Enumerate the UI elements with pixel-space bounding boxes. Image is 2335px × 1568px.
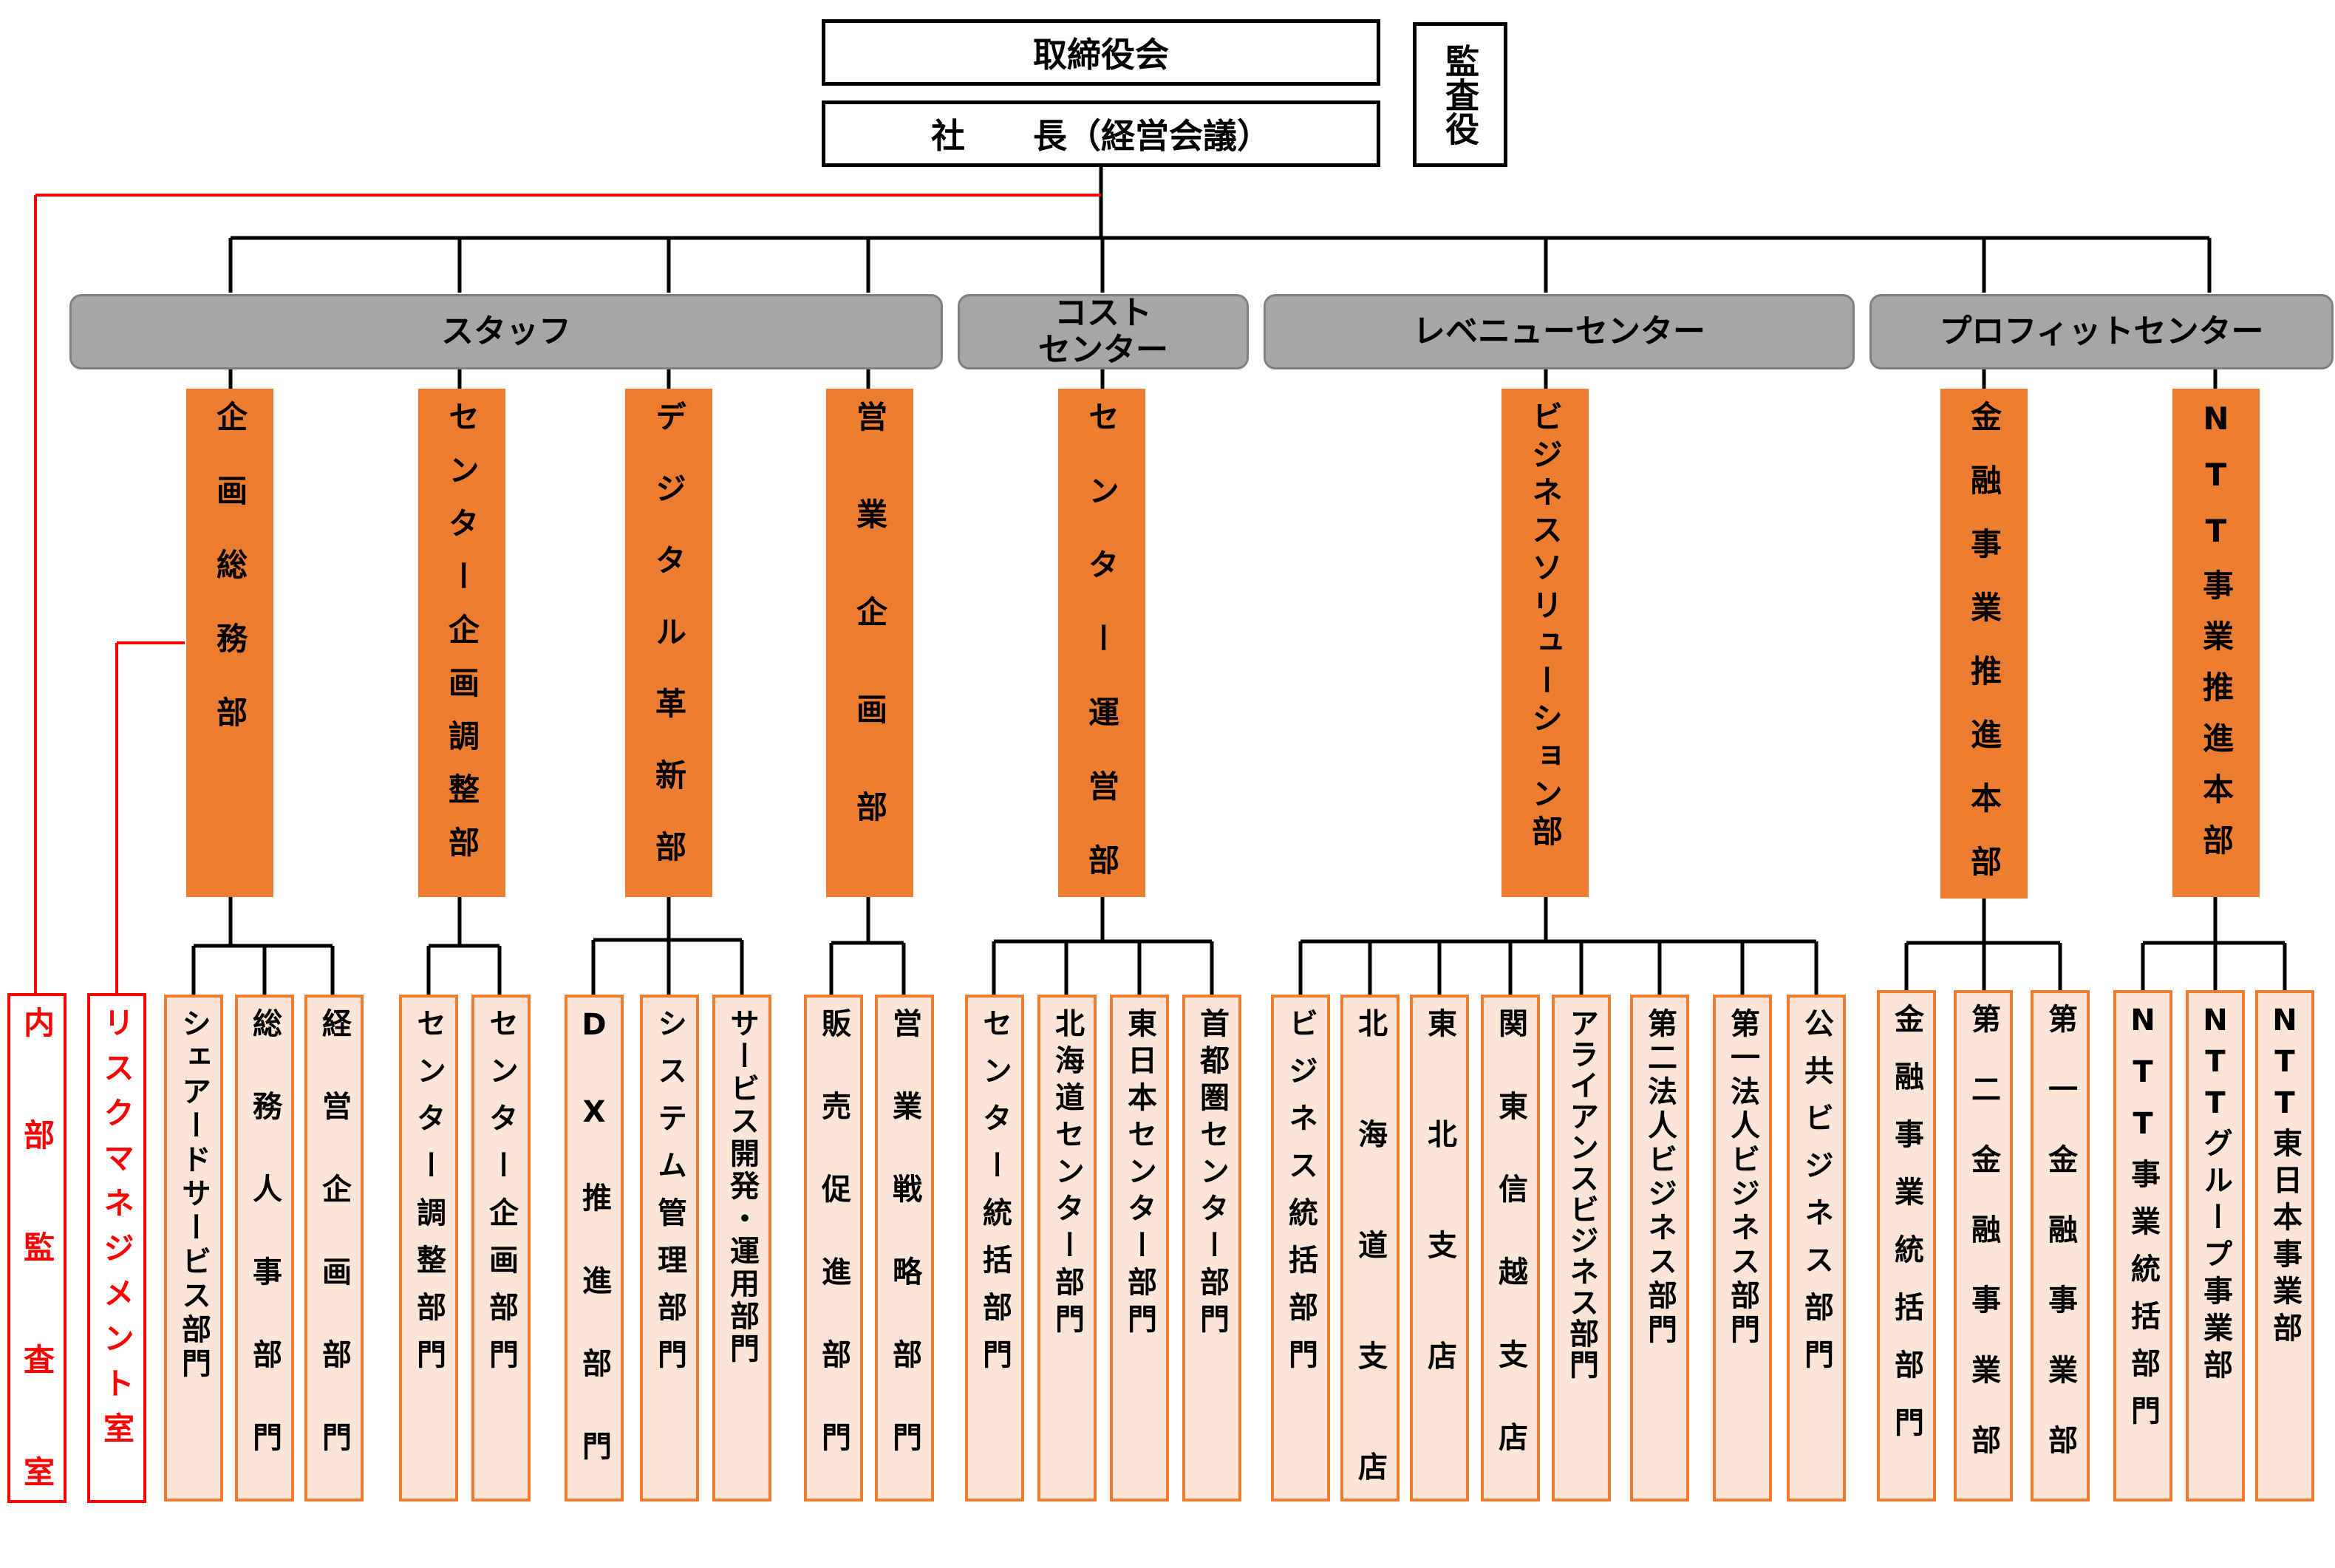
section-shared-services-label: シェアードサービス部門 [177,1008,211,1382]
group-revenue-center-label: レベニューセンター [1413,313,1705,350]
section-alliance-business: アライアンスビジネス部門 [1552,995,1611,1501]
group-revenue-center: レベニューセンター [1264,294,1855,369]
section-service-development-label: サービス開発・運用部門 [725,1008,759,1366]
section-east-japan-center: 東日本センター部門 [1110,995,1169,1501]
section-ntt-east-label: NTT東日本事業部 [2268,1003,2302,1349]
president-label: 社 長（経営会議） [931,116,1271,156]
section-hokkaido-center-label: 北海道センター部門 [1050,1008,1084,1340]
section-first-corporate-business-label: 第一法人ビジネス部門 [1725,1008,1759,1348]
section-general-hr-label: 総務人事部門 [248,1008,282,1501]
section-public-business-label: 公共ビジネス部門 [1799,1008,1833,1386]
section-center-adjustment-label: センター調整部門 [412,1008,446,1386]
section-capital-center-label: 首都圏センター部門 [1195,1008,1229,1340]
section-center-adjustment: センター調整部門 [399,995,458,1501]
section-center-overall-label: センター統括部門 [978,1008,1012,1386]
group-profit-center: プロフィットセンター [1869,294,2334,369]
dept-center-planning: センター企画調整部 [418,389,505,897]
section-tohoku-branch-label: 東北支店 [1422,1008,1456,1451]
section-center-overall: センター統括部門 [965,995,1024,1501]
section-tohoku-branch: 東北支店 [1410,995,1469,1501]
auditor-label: 監査役 [1440,44,1480,146]
section-management-planning-label: 経営企画部門 [317,1008,351,1501]
dept-center-planning-label: センター企画調整部 [443,400,480,879]
section-first-finance: 第一金融事業部 [2031,990,2090,1501]
section-dx-promotion-label: DX推進部門 [577,1008,611,1501]
section-ntt-overall-label: NTT事業統括部門 [2126,1003,2160,1442]
dept-sales-planning: 営業企画部 [826,389,913,897]
section-kanto-shinetsu-branch: 関東信越支店 [1481,995,1540,1501]
section-system-management: システム管理部門 [640,995,699,1501]
section-center-planning-label: センター企画部門 [484,1008,518,1386]
section-sales-promotion-label: 販売促進部門 [817,1008,851,1501]
dept-ntt-promotion-label: NTT事業推進本部 [2198,400,2235,875]
section-management-planning: 経営企画部門 [304,995,364,1501]
group-staff-label: スタッフ [441,313,571,350]
internal-audit-office: 内部監査室 [7,993,67,1568]
dept-ntt-promotion: NTT事業推進本部 [2172,389,2260,897]
section-kanto-shinetsu-branch-label: 関東信越支店 [1493,1008,1527,1501]
section-second-finance: 第二金融事業部 [1954,990,2013,1501]
section-alliance-business-label: アライアンスビジネス部門 [1564,1008,1598,1380]
group-staff: スタッフ [69,294,943,369]
section-system-management-label: システム管理部門 [652,1008,686,1386]
section-sales-strategy-label: 営業戦略部門 [887,1008,921,1501]
dept-digital-innovation-label: デジタル革新部 [650,400,687,902]
section-hokkaido-branch-label: 北海道支店 [1353,1008,1387,1501]
section-hokkaido-center: 北海道センター部門 [1037,995,1097,1501]
risk-management-office-label: リスクマネジメント室 [98,1006,135,1457]
section-ntt-overall: NTT事業統括部門 [2113,990,2172,1501]
section-ntt-group-label: NTTグループ事業部 [2198,1003,2232,1386]
dept-business-solution-label: ビジネスソリューション部 [1527,400,1564,853]
section-second-finance-label: 第二金融事業部 [1966,1003,2000,1495]
section-sales-promotion: 販売促進部門 [804,995,863,1501]
section-finance-overall: 金融事業統括部門 [1877,990,1936,1501]
group-profit-center-label: プロフィットセンター [1939,313,2264,350]
section-capital-center: 首都圏センター部門 [1182,995,1241,1501]
dept-center-operations: センター運営部 [1058,389,1145,918]
dept-digital-innovation: デジタル革新部 [625,389,712,902]
group-cost-center: コスト センター [958,294,1249,369]
section-shared-services: シェアードサービス部門 [164,995,223,1501]
section-public-business: 公共ビジネス部門 [1787,995,1846,1501]
dept-planning-general: 企画総務部 [186,389,273,897]
dept-planning-general-label: 企画総務部 [211,400,248,770]
dept-business-solution: ビジネスソリューション部 [1501,389,1589,897]
section-dx-promotion: DX推進部門 [565,995,624,1501]
dept-center-operations-label: センター運営部 [1083,400,1120,918]
connector-lines [34,166,2287,996]
risk-management-office: リスクマネジメント室 [87,993,146,1503]
group-cost-center-label: コスト センター [1038,294,1168,369]
section-first-finance-label: 第一金融事業部 [2043,1003,2077,1495]
section-general-hr: 総務人事部門 [235,995,294,1501]
dept-finance-promotion: 金融事業推進本部 [1940,389,2028,909]
section-center-planning: センター企画部門 [471,995,531,1501]
section-east-japan-center-label: 東日本センター部門 [1122,1008,1156,1340]
section-business-overall-label: ビジネス統括部門 [1284,1008,1318,1386]
section-first-corporate-business: 第一法人ビジネス部門 [1713,995,1772,1501]
section-ntt-east: NTT東日本事業部 [2255,990,2314,1501]
section-service-development: サービス開発・運用部門 [712,995,771,1501]
section-second-corporate-business-label: 第二法人ビジネス部門 [1643,1008,1677,1348]
board-of-directors-box: 取締役会 [822,19,1380,86]
section-ntt-group: NTTグループ事業部 [2186,990,2245,1501]
president-box: 社 長（経営会議） [822,100,1380,167]
section-finance-overall-label: 金融事業統括部門 [1889,1003,1923,1465]
section-business-overall: ビジネス統括部門 [1271,995,1330,1501]
board-of-directors-label: 取締役会 [1033,35,1169,75]
section-second-corporate-business: 第二法人ビジネス部門 [1630,995,1689,1501]
section-hokkaido-branch: 北海道支店 [1340,995,1400,1501]
section-sales-strategy: 営業戦略部門 [875,995,934,1501]
auditor-box: 監査役 [1413,22,1507,167]
internal-audit-office-label: 内部監査室 [18,1006,55,1568]
dept-sales-planning-label: 営業企画部 [851,400,888,888]
dept-finance-promotion-label: 金融事業推進本部 [1966,400,2002,909]
